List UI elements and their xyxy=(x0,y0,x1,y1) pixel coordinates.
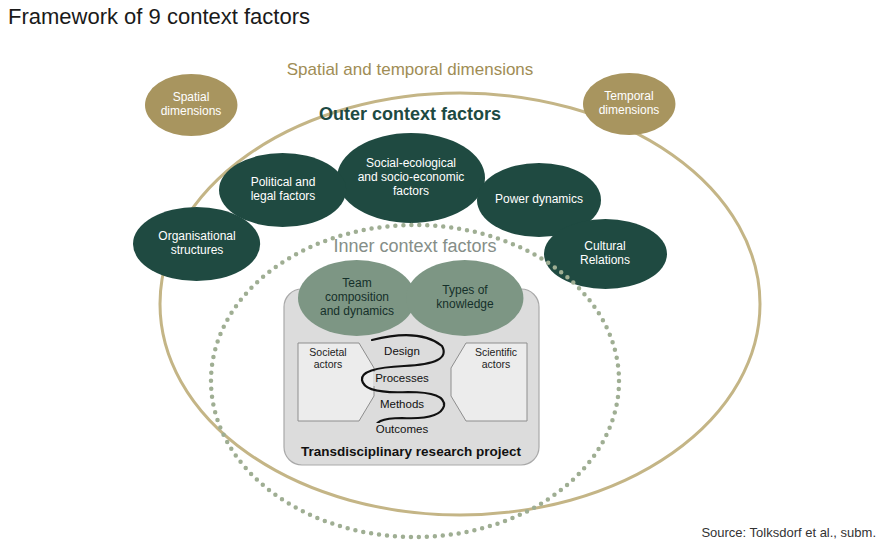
outer-context-region: Spatial and temporal dimensionsOuter con… xyxy=(150,55,770,525)
factor-ellipse xyxy=(337,133,485,223)
factor-node: Spatial dimensions xyxy=(144,73,238,137)
factor-label: Political and legal factors xyxy=(236,176,329,204)
region-heading: Inner context factors xyxy=(333,236,496,257)
factor-ellipse xyxy=(544,219,667,289)
stage-label: Methods xyxy=(378,398,426,411)
actor-node: Societal actors xyxy=(297,342,375,422)
dotted-ellipse xyxy=(211,225,619,537)
factor-node: Organisational structures xyxy=(132,206,261,282)
stage-label: Outcomes xyxy=(374,423,430,436)
factor-label: Social-ecological and socio-economic fac… xyxy=(357,157,465,198)
factor-label: Spatial dimensions xyxy=(157,91,225,119)
factor-node: Cultural Relations xyxy=(543,218,668,290)
spiral-line xyxy=(362,335,444,430)
factor-node: Social-ecological and socio-economic fac… xyxy=(336,132,486,224)
region-heading: Spatial and temporal dimensions xyxy=(283,60,538,80)
slide-title: Framework of 9 context factors xyxy=(8,4,310,29)
factor-node: Types of knowledge xyxy=(405,259,524,337)
factor-ellipse xyxy=(219,153,346,227)
project-title: Transdisciplinary research project xyxy=(301,444,521,460)
factor-ellipse xyxy=(145,74,237,136)
factor-label: Temporal dimensions xyxy=(595,90,663,118)
actor-node: Scientific actors xyxy=(450,342,528,422)
factor-ellipse xyxy=(298,260,415,336)
factor-node: Temporal dimensions xyxy=(582,72,676,136)
actor-label: Scientific actors xyxy=(467,346,525,370)
source-caption: Source: Tolksdorf et al., subm. xyxy=(701,526,876,541)
factor-label: Cultural Relations xyxy=(560,240,650,268)
factor-node: Team composition and dynamics xyxy=(297,259,416,337)
factor-label: Types of knowledge xyxy=(422,284,508,312)
factor-ellipse xyxy=(583,73,675,135)
actor-shape xyxy=(298,343,374,421)
project-box xyxy=(284,289,539,465)
actor-shape xyxy=(451,343,527,421)
stage-label: Processes xyxy=(373,372,431,385)
factor-label: Power dynamics xyxy=(495,193,583,207)
region-heading: Outer context factors xyxy=(319,104,501,125)
factor-ellipse xyxy=(133,207,260,281)
stage-label: Design xyxy=(382,345,422,358)
outer-ellipse xyxy=(160,93,760,515)
actor-label: Societal actors xyxy=(299,346,357,370)
factor-label: Organisational structures xyxy=(151,230,244,258)
factor-ellipse xyxy=(406,260,523,336)
factor-label: Team composition and dynamics xyxy=(314,277,400,318)
